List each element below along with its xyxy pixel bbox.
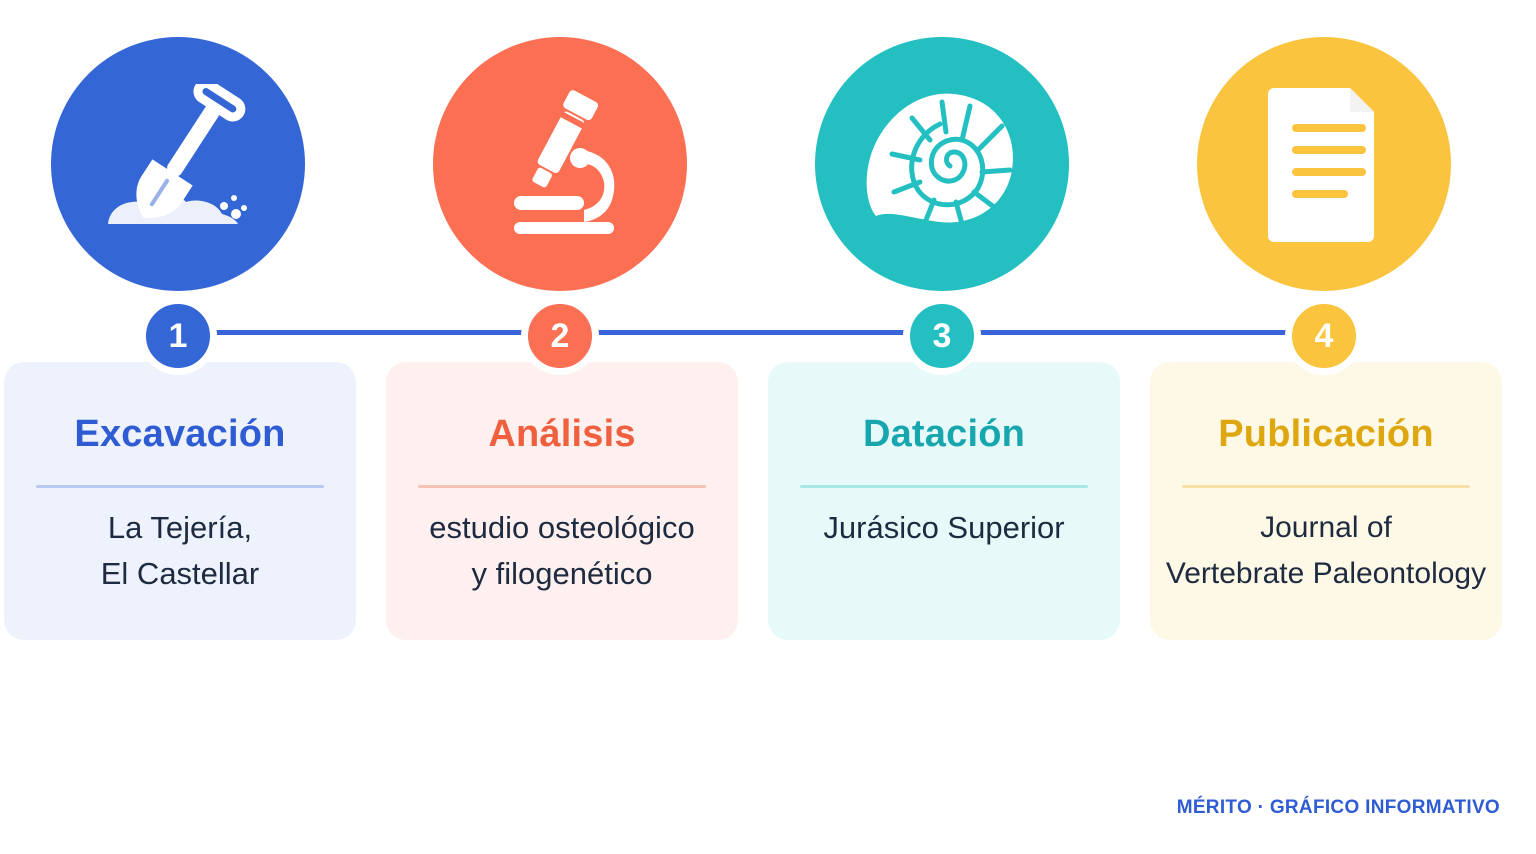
document-icon: [1268, 88, 1374, 242]
step-3-divider: [800, 485, 1088, 488]
microscope-icon: [514, 90, 615, 234]
step-4-icon-circle: [1197, 37, 1451, 291]
step-1-divider: [36, 485, 324, 488]
step-2-title: Análisis: [488, 413, 636, 455]
step-2-description: estudio osteológico y filogenético: [429, 510, 695, 591]
step-4-title: Publicación: [1218, 413, 1434, 455]
step-3-icon-circle: [815, 37, 1069, 291]
step-1-icon-circle: [51, 37, 305, 291]
step-2-card: [386, 362, 738, 640]
step-1-number-badge: 1: [139, 297, 217, 375]
step-4-description: Journal of Vertebrate Paleontology: [1165, 511, 1487, 590]
step-3-title: Datación: [862, 413, 1026, 455]
step-4-divider: [1182, 485, 1470, 488]
step-1-title: Excavación: [74, 413, 286, 455]
step-datacion: 3 Datación Jurásico Superior: [764, 0, 1124, 660]
step-1-card: [4, 362, 356, 640]
step-2-divider: [418, 485, 706, 488]
step-analisis: 2 Análisis estudio osteológico y filogen…: [382, 0, 742, 660]
step-1-description: La Tejería, El Castellar: [100, 510, 260, 591]
shovel-icon: [108, 84, 247, 224]
step-excavacion: 1 Excavación La Tejería, El Castellar: [0, 0, 360, 660]
step-4-number-badge: 4: [1285, 297, 1363, 375]
step-3-card: [768, 362, 1120, 640]
step-4-card: [1150, 362, 1502, 640]
step-3-description: Jurásico Superior: [823, 510, 1065, 545]
footer-credit: MÉRITO · GRÁFICO INFORMATIVO: [1176, 797, 1500, 818]
timeline-connector-line: [178, 330, 1325, 335]
ammonite-icon: [866, 93, 1013, 227]
step-publicacion: 4 Publicación Journal of Vertebrate Pale…: [1146, 0, 1506, 660]
step-2-number-badge: 2: [521, 297, 599, 375]
step-3-number-badge: 3: [903, 297, 981, 375]
step-2-icon-circle: [433, 37, 687, 291]
